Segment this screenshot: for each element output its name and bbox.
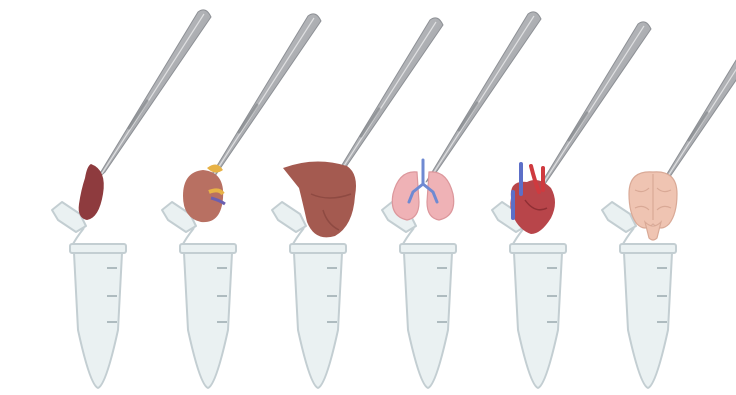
- tweezers-icon: [656, 22, 736, 192]
- tube-rim: [70, 244, 126, 253]
- tube-body: [624, 253, 672, 388]
- microcentrifuge-tube: [52, 202, 126, 388]
- tweezer-highlight: [541, 26, 644, 187]
- tweezer-highlight: [333, 22, 436, 183]
- tweezer-arm: [656, 22, 736, 192]
- tube-rim: [620, 244, 676, 253]
- tweezer-arm: [536, 22, 651, 192]
- microcentrifuge-tube: [382, 202, 456, 388]
- sample-column: [162, 14, 321, 388]
- tube-body: [74, 253, 122, 388]
- sample-column: [602, 22, 736, 388]
- tweezer-arm: [328, 18, 443, 188]
- tube-rim: [510, 244, 566, 253]
- spleen-shape: [79, 164, 104, 220]
- tweezers-icon: [206, 14, 321, 184]
- kidney-icon: [183, 164, 225, 222]
- tweezer-highlight: [101, 14, 204, 175]
- tube-body: [184, 253, 232, 388]
- tweezer-highlight: [431, 16, 534, 177]
- tube-body: [404, 253, 452, 388]
- tweezer-arm: [206, 14, 321, 184]
- tube-lid: [272, 202, 306, 232]
- tube-rim: [180, 244, 236, 253]
- tweezer-highlight: [211, 18, 314, 179]
- tweezers-icon: [426, 12, 541, 182]
- tube-rim: [400, 244, 456, 253]
- tube-body: [514, 253, 562, 388]
- sample-column: [492, 22, 651, 388]
- kidney-shape: [183, 170, 223, 222]
- lungs-icon: [392, 160, 453, 220]
- tweezers-icon: [536, 22, 651, 192]
- tweezer-arm: [426, 12, 541, 182]
- tube-rim: [290, 244, 346, 253]
- microcentrifuge-tube: [162, 202, 236, 388]
- tube-body: [294, 253, 342, 388]
- brain-icon: [629, 172, 677, 240]
- microcentrifuge-tube: [602, 202, 676, 388]
- tweezers-icon: [328, 18, 443, 188]
- left-lung: [392, 172, 419, 220]
- tweezer-highlight: [661, 26, 736, 187]
- tweezers-icon: [96, 10, 211, 180]
- right-lung: [427, 172, 454, 220]
- spleen-icon: [79, 164, 104, 220]
- tweezer-arm: [96, 10, 211, 180]
